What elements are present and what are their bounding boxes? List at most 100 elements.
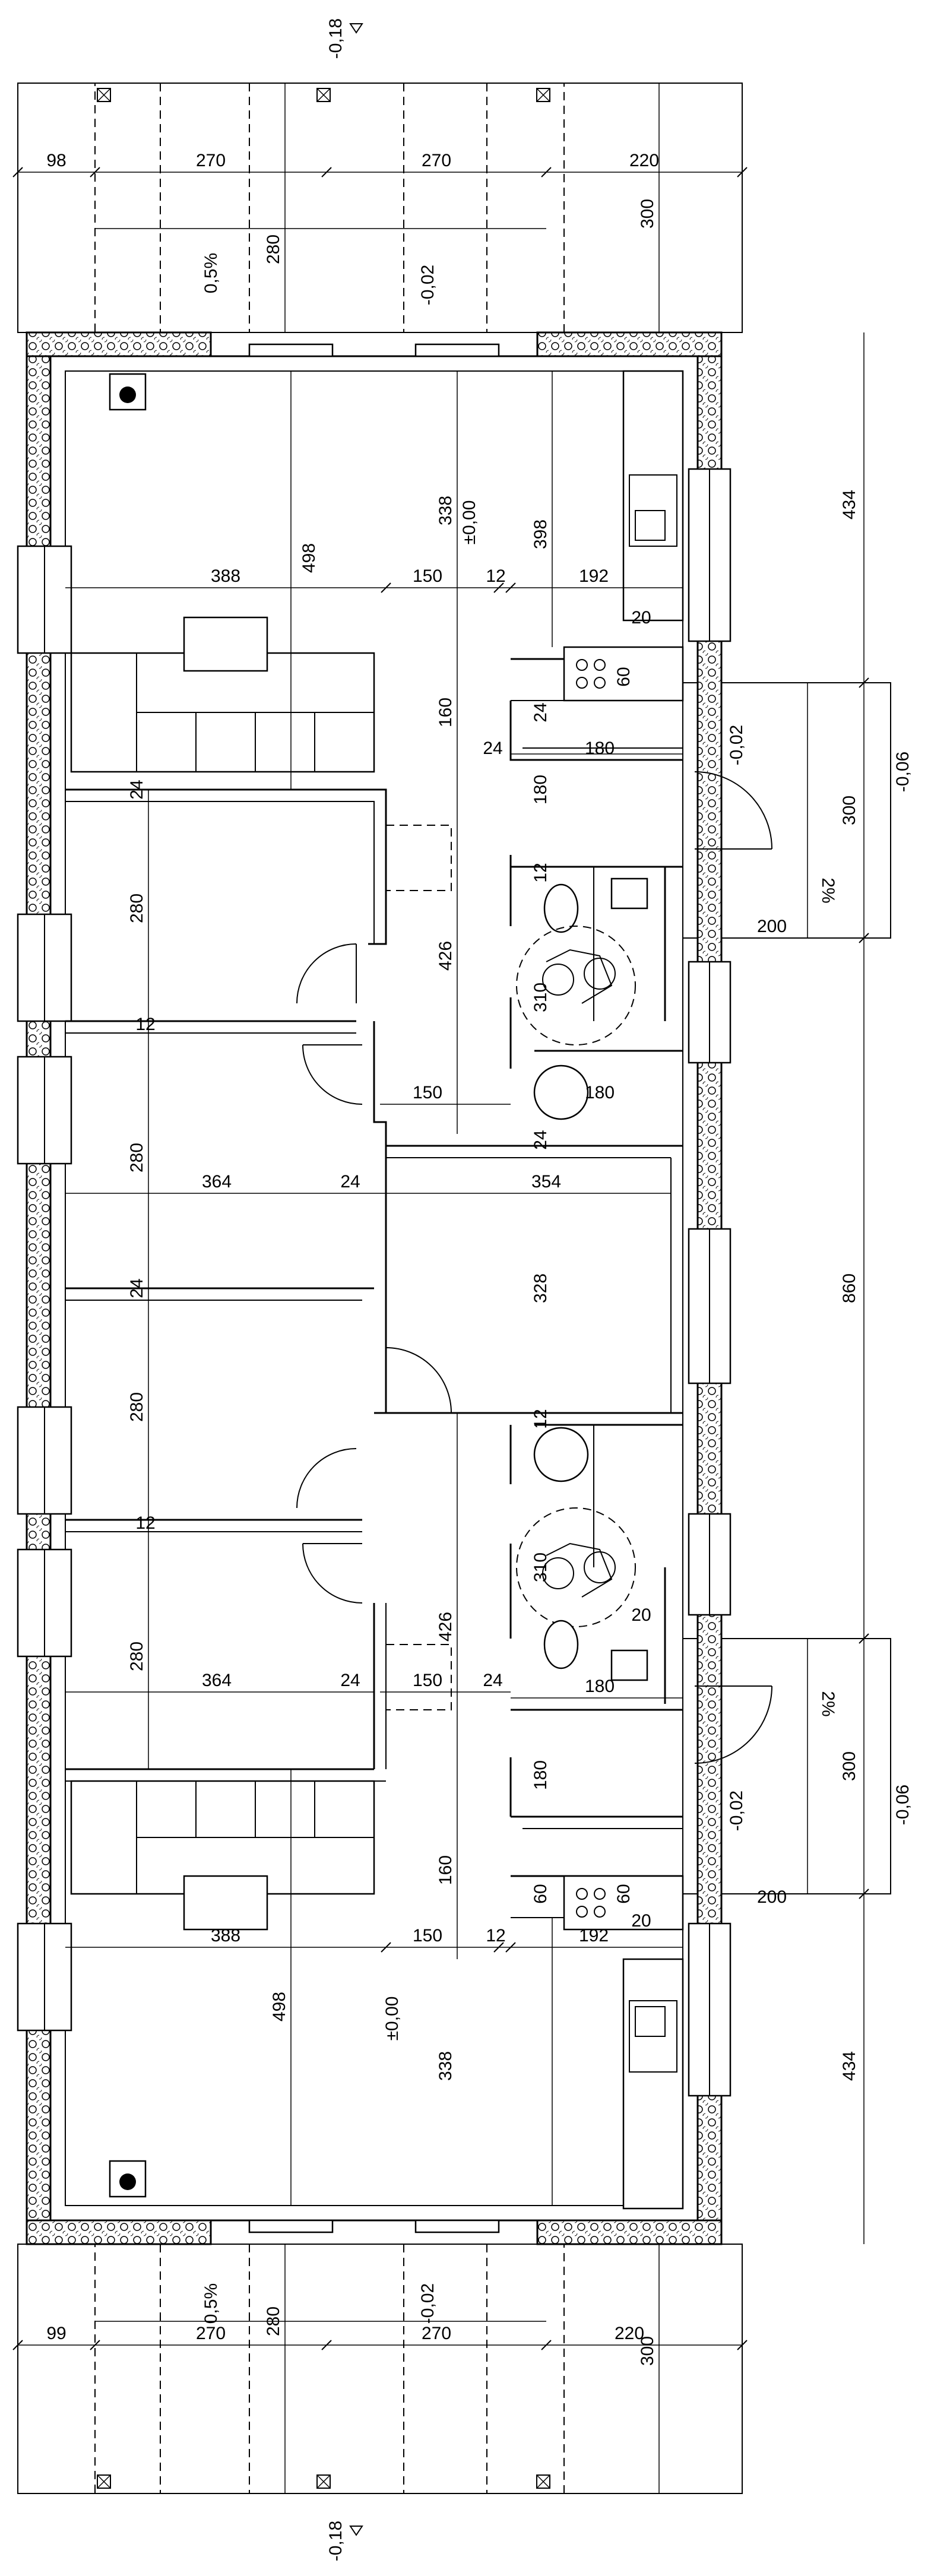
dim-terrace-width-upper: 300 [638, 199, 657, 229]
level-entry-lower-a: -0,02 [727, 1791, 746, 1831]
dim-bath-24b: 24 [483, 1671, 502, 1690]
dim-right-860: 860 [840, 1273, 859, 1303]
dim-bed-24a: 24 [340, 1172, 360, 1192]
kitchen-upper [563, 370, 684, 702]
dim-small-12b: 12 [135, 1513, 155, 1533]
wheelchair-upper-icon [542, 949, 616, 1004]
dim-living-upper-3: 12 [486, 566, 505, 586]
dim-right-200a: 200 [757, 917, 787, 936]
dim-terrace-width-lower: 300 [638, 2336, 657, 2366]
dim-bath-180c: 180 [531, 1760, 550, 1790]
coffee-table-upper [183, 616, 268, 672]
dim-bottom-1: 99 [46, 2324, 66, 2343]
dim-bath-20b: 20 [631, 1911, 651, 1931]
dim-living-lower-4: 192 [579, 1926, 609, 1946]
dim-small-24b: 24 [127, 1278, 147, 1298]
dim-small-12a: 12 [135, 1015, 155, 1034]
doors [296, 771, 772, 1764]
dim-height-160-lower: 160 [436, 1855, 455, 1885]
dim-bottom-4: 220 [615, 2324, 644, 2343]
dim-height-398-upper: 398 [531, 519, 550, 549]
dim-bath-24a: 24 [531, 1130, 550, 1149]
dim-top-4: 220 [629, 151, 659, 170]
dim-small-12c: 12 [531, 863, 550, 882]
dim-bath-310b: 310 [531, 1552, 550, 1582]
wheelchair-lower-icon [542, 1542, 616, 1598]
level-markers: -0,18 -0,18 ±0,00 ±0,00 -0,02 -0,02 -0,0… [201, 18, 913, 2561]
dim-bath-60b: 60 [614, 1884, 634, 1903]
dim-bed-24b: 24 [340, 1671, 360, 1690]
dim-right-300a: 300 [840, 796, 859, 825]
slope-ramp-upper: 2% [818, 877, 838, 903]
sofa-upper [70, 652, 375, 773]
bathroom-lower [516, 1427, 648, 1681]
stove-lower-icon [109, 2160, 147, 2198]
dim-bedroom-h1: 280 [127, 893, 147, 923]
dim-height-338-upper: 338 [436, 496, 455, 525]
bathroom-upper [516, 877, 648, 1120]
dim-bedroom-h2: 280 [127, 1143, 147, 1173]
dim-right-300b: 300 [840, 1751, 859, 1781]
sofa-lower [70, 1780, 375, 1895]
level-top: -0,18 [326, 18, 346, 59]
dim-bottom-3: 270 [422, 2324, 451, 2343]
dim-kitchen-20: 20 [631, 608, 651, 628]
slope-terrace-upper: 0,5% [201, 253, 221, 293]
dim-height-338-lower: 338 [436, 2051, 455, 2081]
dim-terrace-depth-upper: 280 [264, 235, 283, 264]
level-floor-upper: ±0,00 [460, 500, 479, 545]
dim-living-upper-2: 150 [413, 566, 442, 586]
dim-living-lower-2: 150 [413, 1926, 442, 1946]
dim-kitchen-180: 180 [585, 739, 615, 758]
dim-height-426-upper: 426 [436, 941, 455, 971]
slope-terrace-lower: 0,5% [201, 2283, 221, 2324]
dim-bath-20a: 20 [631, 1605, 651, 1625]
dim-right-434b: 434 [840, 2051, 859, 2081]
dim-living-lower-1: 388 [211, 1926, 240, 1946]
stove-upper-icon [109, 373, 147, 411]
dim-living-upper-4: 192 [579, 566, 609, 586]
dim-height-426-lower: 426 [436, 1612, 455, 1642]
interior-walls [65, 658, 683, 1918]
level-floor-lower: ±0,00 [382, 1997, 402, 2041]
coffee-table-lower [183, 1875, 268, 1931]
dim-kitchen-60: 60 [614, 667, 634, 686]
dim-living-upper-1: 388 [211, 566, 240, 586]
dim-small-24a: 24 [127, 780, 147, 799]
dim-bath-60a: 60 [531, 1884, 550, 1903]
level-terrace-lower: -0,02 [418, 2283, 438, 2324]
dim-kitchen-180v: 180 [531, 775, 550, 804]
level-bottom: -0,18 [326, 2521, 346, 2561]
dim-kitchen-24a: 24 [531, 702, 550, 722]
level-entry-upper-b: -0,06 [893, 752, 913, 792]
dim-bedroom-h4: 280 [127, 1642, 147, 1671]
dim-bed-364b: 364 [202, 1671, 232, 1690]
dim-top-3: 270 [422, 151, 451, 170]
dim-bath-150b: 150 [413, 1671, 442, 1690]
dim-bath-150a: 150 [413, 1083, 442, 1102]
dim-bottom-2: 270 [196, 2324, 226, 2343]
dim-height-160-upper: 160 [436, 698, 455, 727]
dimension-labels: 98 270 270 220 280 300 99 270 270 220 28… [46, 151, 859, 2366]
kitchen-lower [563, 1875, 684, 2210]
dim-living-lower-3: 12 [486, 1926, 505, 1946]
dim-bath-180a: 180 [585, 1083, 615, 1102]
level-terrace-upper: -0,02 [418, 265, 438, 305]
dim-bed-354: 354 [531, 1172, 561, 1192]
windows [17, 343, 732, 2233]
dim-bed-364a: 364 [202, 1172, 232, 1192]
dim-top-2: 270 [196, 151, 226, 170]
dimension-lines [12, 83, 891, 2493]
dim-top-1: 98 [46, 151, 66, 170]
dim-small-12d: 12 [531, 1409, 550, 1428]
furniture [70, 370, 684, 2210]
dim-bath-310a: 310 [531, 983, 550, 1012]
dim-right-200b: 200 [757, 1887, 787, 1907]
dim-bedroom-h3: 280 [127, 1392, 147, 1422]
dim-right-434a: 434 [840, 490, 859, 519]
dim-kitchen-24b: 24 [483, 739, 502, 758]
dim-terrace-depth-lower: 280 [264, 2306, 283, 2336]
level-entry-upper-a: -0,02 [727, 725, 746, 765]
dim-bath-180b: 180 [585, 1677, 615, 1696]
dim-height-498-lower: 498 [270, 1992, 289, 2021]
